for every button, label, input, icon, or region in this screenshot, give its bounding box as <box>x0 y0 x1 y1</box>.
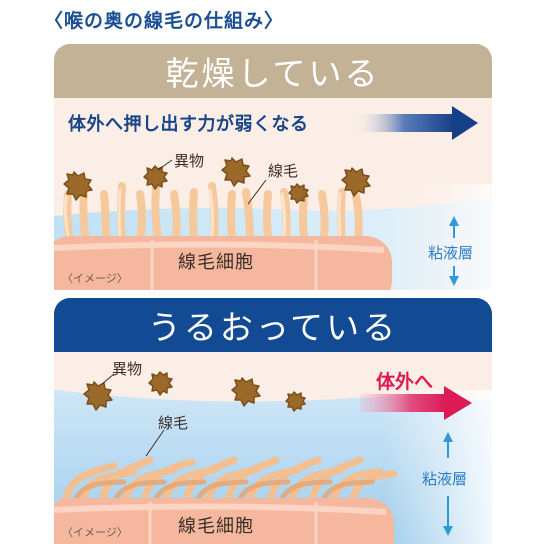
wet-direction-arrow <box>360 394 446 412</box>
wet-cell-label: 線毛細胞 <box>178 516 254 537</box>
wet-header: うるおっている <box>54 298 492 352</box>
dry-direction-arrowhead <box>452 106 478 140</box>
dry-cell-label: 線毛細胞 <box>178 252 254 273</box>
wet-foreign-bodies <box>83 371 306 412</box>
wet-cilia-label: 線毛 <box>158 414 189 432</box>
dry-direction-arrow <box>354 114 454 132</box>
dry-cilia-label: 線毛 <box>268 162 299 180</box>
dry-scene <box>54 106 492 290</box>
dry-header: 乾燥している <box>54 44 492 98</box>
wet-scene <box>54 371 492 544</box>
wet-direction-text: 体外へ <box>376 371 434 393</box>
wet-foreign-label: 異物 <box>112 360 143 378</box>
dry-leader-lines <box>157 159 267 205</box>
wet-mucus-label: 粘液層 <box>422 470 468 488</box>
dry-cilia-cells <box>54 236 392 290</box>
wet-image-note: 〈イメージ〉 <box>62 526 128 539</box>
wet-panel: うるおっている 体外へ 異物 線毛 線毛細胞 粘液層 〈イメージ〉 <box>54 298 492 544</box>
wet-cilia <box>60 456 398 508</box>
page-title: 〈喉の奥の線毛の仕組み〉 <box>44 10 285 32</box>
dry-foreign-label: 異物 <box>174 152 205 170</box>
dry-push-text: 体外へ押し出す力が弱くなる <box>68 114 309 135</box>
wet-cilia-cells <box>54 498 394 544</box>
wet-direction-arrowhead <box>444 386 472 420</box>
dry-panel: 乾燥している 体外へ押し出す力が弱くなる 異物 線毛 線毛細胞 粘液層 〈イメー… <box>54 44 492 290</box>
dry-mucus-label: 粘液層 <box>428 244 474 262</box>
wet-mucus-arrows <box>443 432 453 536</box>
dry-image-note: 〈イメージ〉 <box>62 272 128 285</box>
dry-mucus-arrows <box>449 216 459 286</box>
dry-foreign-bodies <box>63 157 371 204</box>
wet-leader-lines <box>101 373 165 457</box>
